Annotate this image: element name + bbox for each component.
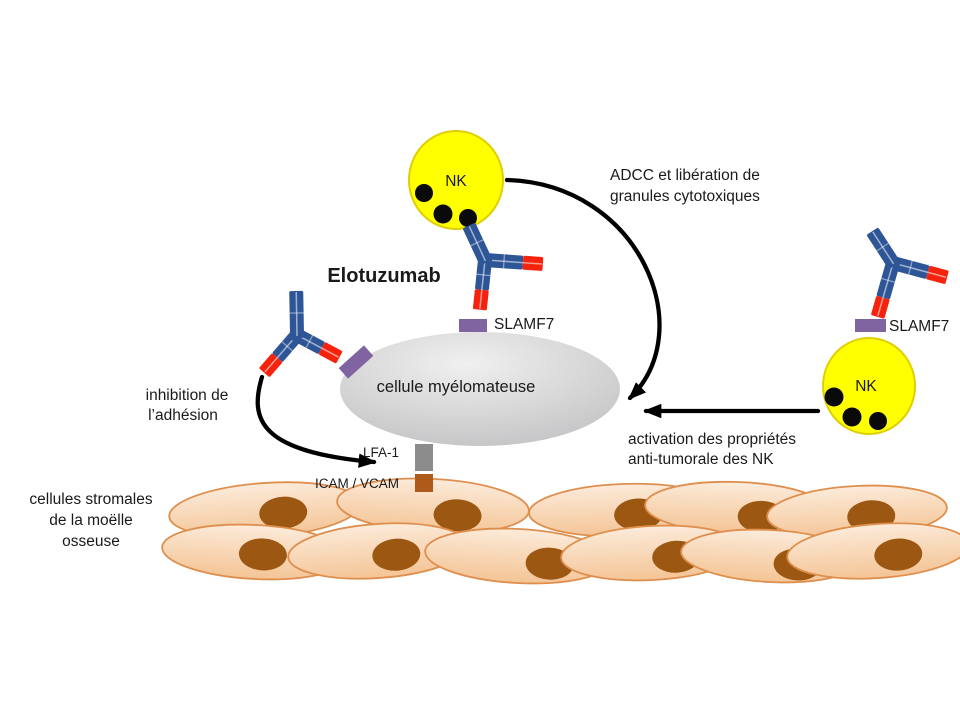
slamf7-right-label: SLAMF7 <box>889 318 949 335</box>
antibody-joint-seam <box>881 277 895 283</box>
adcc-label-line-1: ADCC et libération de <box>610 167 760 184</box>
stromal-label-line-1: cellules stromales <box>29 491 152 508</box>
myeloma-cell-shape <box>340 332 620 446</box>
stromal-cell-nucleus <box>238 538 287 571</box>
cytotoxic-granule <box>869 412 887 430</box>
inhibition-label-line-1: inhibition de <box>146 387 229 404</box>
antibody-fab-arm <box>472 256 493 311</box>
labels: Elotuzumab NK NK ADCC et libération de g… <box>29 167 949 550</box>
antibody-seam <box>295 333 339 358</box>
antibody-joint-seam <box>470 239 484 247</box>
nk-right-label: NK <box>855 378 877 395</box>
antibody-fc-stem <box>289 290 305 339</box>
cytotoxic-granule <box>842 407 862 427</box>
antibody-seam <box>891 262 947 278</box>
stromal-cell-layer <box>161 477 960 585</box>
antibody-seam <box>483 259 542 265</box>
nk-top-label: NK <box>445 173 467 190</box>
icam-vcam-receptor <box>415 474 433 492</box>
stromal-cell <box>786 522 960 580</box>
adcc-label-line-2: granules cytotoxiques <box>610 188 760 205</box>
activation-label-line-1: activation des propriétés <box>628 431 796 448</box>
antibody-seam <box>468 226 487 262</box>
cytotoxic-granule <box>824 387 844 407</box>
elotuzumab-antibodies <box>259 223 949 377</box>
nk-cell-body <box>408 130 504 230</box>
elotuzumab-antibody-top <box>463 223 544 311</box>
stromal-cell-nucleus <box>259 496 308 529</box>
antibody-seam <box>877 261 894 317</box>
antibody-seam <box>295 291 298 337</box>
title-elotuzumab: Elotuzumab <box>327 265 440 287</box>
icam-vcam-label: ICAM / VCAM <box>315 476 399 491</box>
receptors <box>338 319 886 492</box>
inhibition-arrow <box>255 374 377 468</box>
slamf7-top-label: SLAMF7 <box>494 316 554 333</box>
stromal-label-line-3: osseuse <box>62 533 120 550</box>
cytotoxic-granule <box>433 204 453 224</box>
antibody-joint-seam <box>876 242 889 252</box>
cytotoxic-granule <box>459 209 477 227</box>
nk-cells <box>408 130 916 435</box>
antibody-joint-seam <box>907 260 913 275</box>
adcc-arrow <box>504 177 662 401</box>
antibody-seam <box>264 333 299 373</box>
stromal-cell <box>336 477 530 535</box>
antibody-fab-arm <box>481 252 544 271</box>
antibody-seam <box>872 231 895 265</box>
nk-cell-top <box>408 130 504 230</box>
antibody-joint-seam <box>476 273 491 277</box>
antibody-seam <box>479 258 486 309</box>
lfa1-label: LFA-1 <box>363 445 399 460</box>
antibody-joint-seam <box>502 254 506 269</box>
stromal-label-line-2: de la moëlle <box>49 512 133 529</box>
activation-label-line-2: anti-tumorale des NK <box>628 451 774 468</box>
antibody-joint-seam <box>281 341 293 352</box>
cytotoxic-granule <box>415 184 433 202</box>
stromal-cell <box>168 481 362 539</box>
stromal-cell-nucleus <box>874 538 923 571</box>
stromal-cell-nucleus <box>372 538 421 571</box>
slamf7-receptor-left <box>338 345 374 379</box>
arrows <box>255 177 821 468</box>
antibody-fc-stem <box>867 227 900 269</box>
elotuzumab-antibody-left <box>259 290 343 377</box>
slamf7-receptor-myeloma <box>459 319 487 332</box>
nk-cell-right <box>822 337 916 435</box>
stromal-cell-nucleus <box>433 499 482 532</box>
elotuzumab-antibody-right <box>867 227 949 319</box>
antibody-fab-arm <box>871 258 901 319</box>
lfa1-receptor <box>415 444 433 471</box>
inhibition-label-line-2: l’adhésion <box>148 407 218 424</box>
antibody-fc-stem <box>463 223 493 266</box>
antibody-joint-seam <box>305 335 314 349</box>
slamf7-receptor-nk <box>855 319 886 332</box>
myeloma-cell-label: cellule myélomateuse <box>377 378 536 396</box>
